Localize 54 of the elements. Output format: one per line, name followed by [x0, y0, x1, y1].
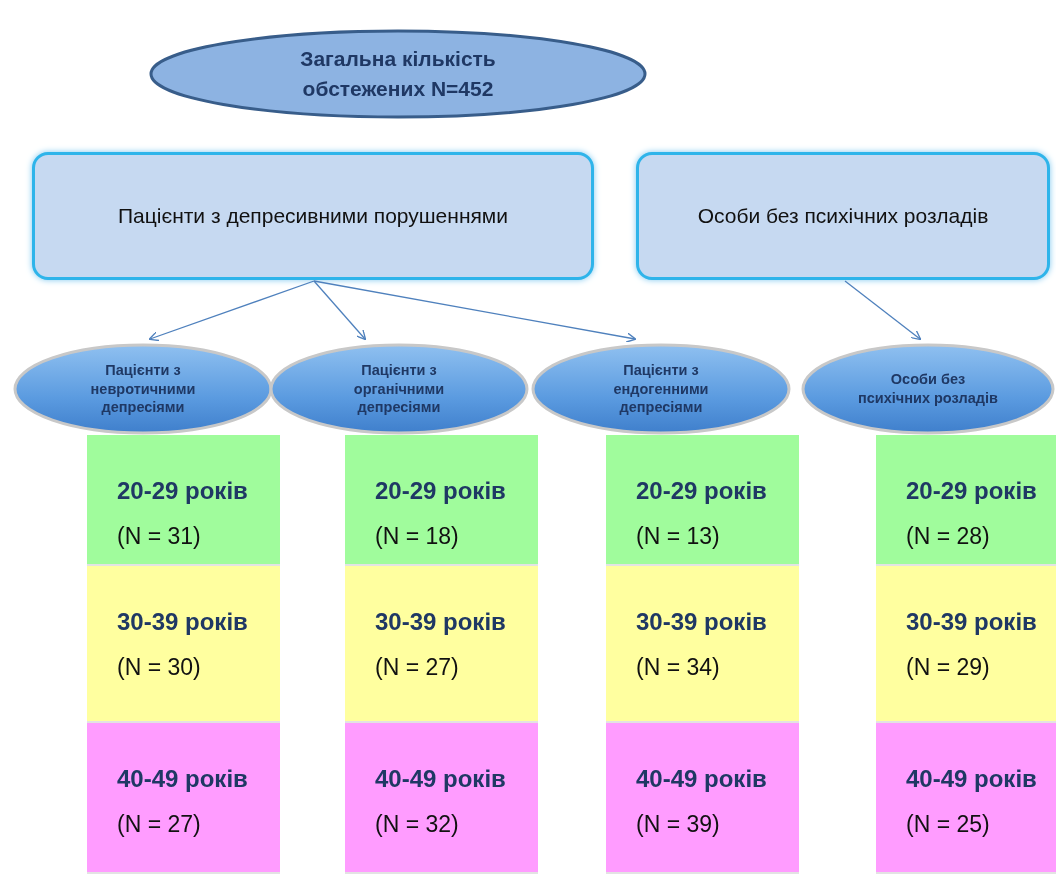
group-box	[636, 152, 1050, 280]
age-range-label: 20-29 років	[636, 477, 767, 505]
node-label: Особи без психічних розладів	[858, 370, 998, 408]
node-label: Пацієнти з невротичними депресіями	[89, 360, 197, 418]
arrow	[148, 280, 315, 342]
count-label: (N = 25)	[906, 811, 990, 838]
age-group-cell	[606, 566, 799, 723]
arrow	[844, 280, 922, 341]
arrow	[313, 280, 367, 341]
count-label: (N = 32)	[375, 811, 459, 838]
age-group-cell	[345, 435, 538, 566]
age-range-label: 30-39 років	[636, 608, 767, 636]
age-range-label: 40-49 років	[636, 765, 767, 793]
group-ellipse	[268, 342, 530, 436]
age-group-cell	[876, 723, 1056, 874]
age-group-cell	[87, 723, 280, 874]
count-label: (N = 27)	[117, 811, 201, 838]
age-range-label: 20-29 років	[117, 477, 248, 505]
node-label: Пацієнти з органічними депресіями	[352, 360, 446, 418]
age-group-cell	[876, 566, 1056, 723]
group-ellipse	[530, 342, 792, 436]
count-label: (N = 13)	[636, 523, 720, 550]
age-group-cell	[87, 435, 280, 566]
group-box	[32, 152, 594, 280]
node-label: Загальна кількість обстежених N=452	[299, 45, 497, 102]
age-group-cell	[606, 723, 799, 874]
count-label: (N = 31)	[117, 523, 201, 550]
count-label: (N = 29)	[906, 654, 990, 681]
group-ellipse	[800, 342, 1056, 436]
age-range-label: 40-49 років	[375, 765, 506, 793]
age-range-label: 30-39 років	[117, 608, 248, 636]
age-group-cell	[345, 566, 538, 723]
node-label: Пацієнти з ендогенними депресіями	[612, 360, 710, 418]
count-label: (N = 30)	[117, 654, 201, 681]
count-label: (N = 18)	[375, 523, 459, 550]
age-range-label: 20-29 років	[906, 477, 1037, 505]
age-group-cell	[87, 566, 280, 723]
age-range-label: 30-39 років	[906, 608, 1037, 636]
node-label: Пацієнти з депресивними порушеннями	[117, 204, 509, 228]
age-range-label: 30-39 років	[375, 608, 506, 636]
age-group-cell	[606, 435, 799, 566]
age-group-cell	[876, 435, 1056, 566]
count-label: (N = 28)	[906, 523, 990, 550]
age-range-label: 20-29 років	[375, 477, 506, 505]
count-label: (N = 27)	[375, 654, 459, 681]
count-label: (N = 39)	[636, 811, 720, 838]
arrow	[313, 280, 637, 343]
total-ellipse	[148, 28, 648, 120]
age-group-cell	[345, 723, 538, 874]
node-label: Особи без психічних розладів	[697, 204, 989, 228]
age-range-label: 40-49 років	[906, 765, 1037, 793]
group-ellipse	[12, 342, 274, 436]
age-range-label: 40-49 років	[117, 765, 248, 793]
count-label: (N = 34)	[636, 654, 720, 681]
